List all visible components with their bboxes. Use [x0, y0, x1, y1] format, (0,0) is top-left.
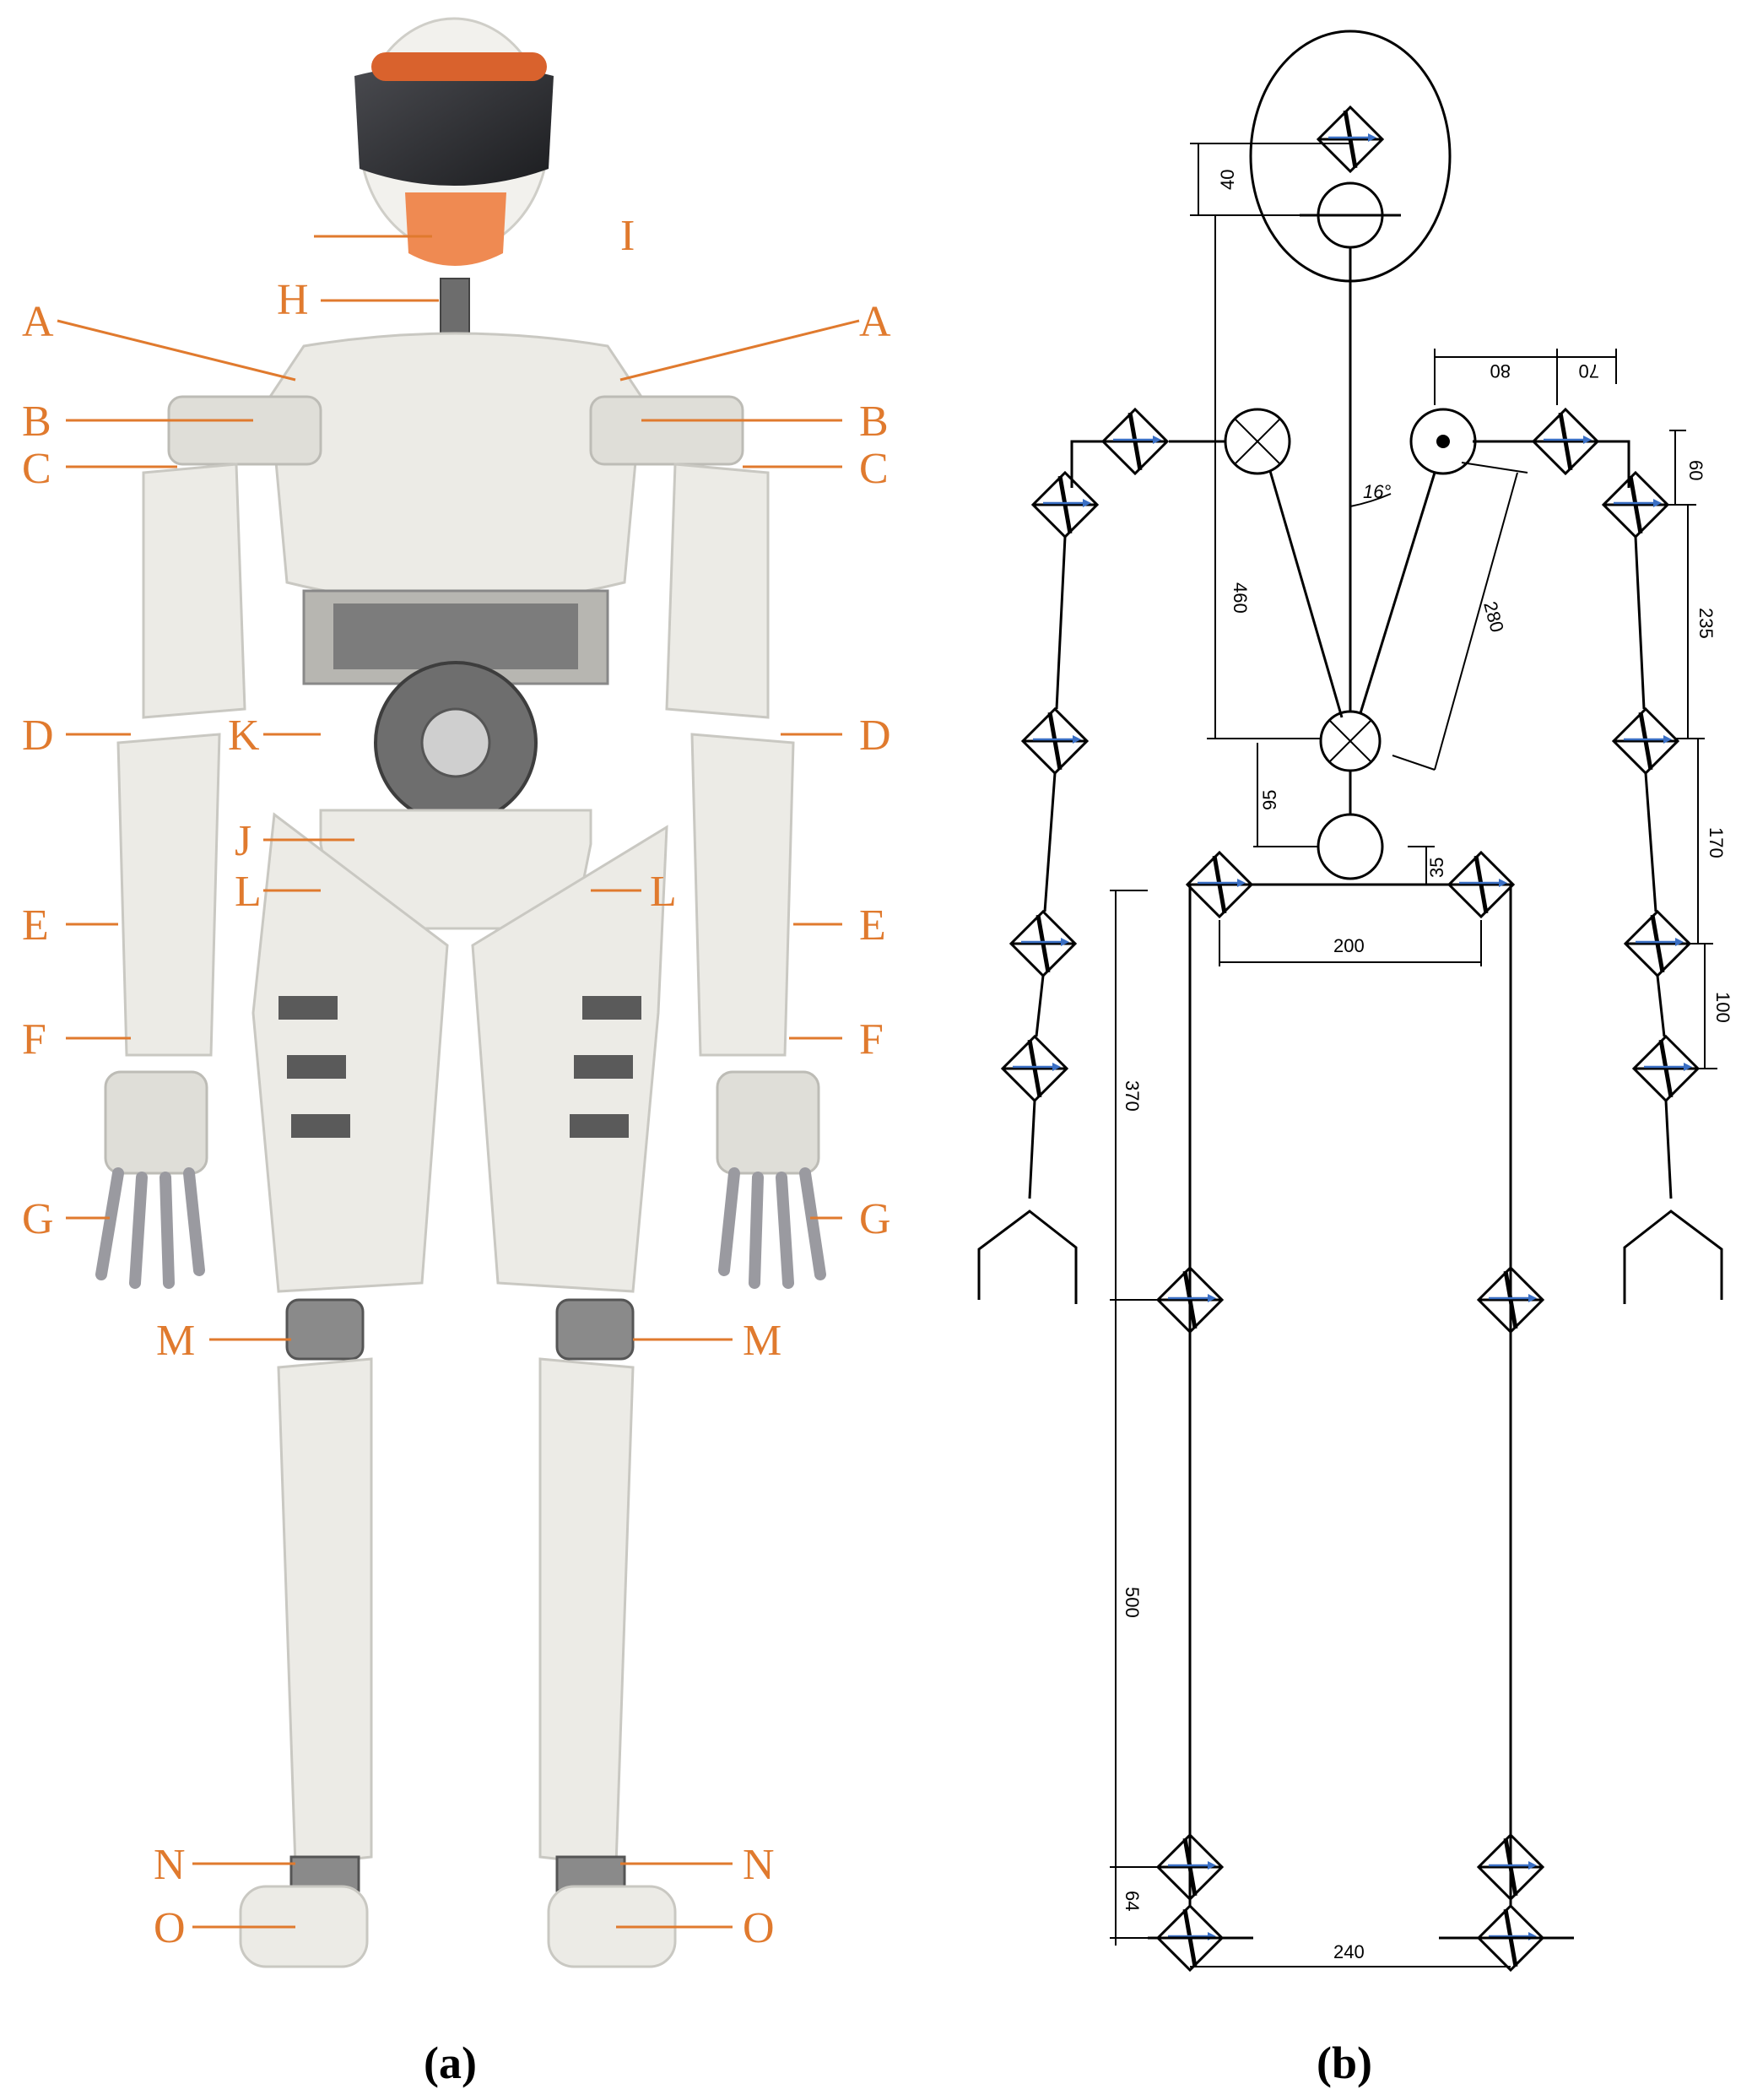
- dim-shoulder-80: 80: [1490, 360, 1511, 382]
- dimension-labels: 40 460 95 35 200 370 500 64 240 80 70 60…: [1122, 170, 1733, 1962]
- dimension-lines: [1110, 143, 1717, 1967]
- callout-A-right: A: [859, 298, 891, 346]
- dim-waist: 95: [1259, 790, 1280, 810]
- callout-H: H: [277, 276, 309, 324]
- callout-G-left: G: [22, 1195, 54, 1243]
- left-arm-joints: [977, 409, 1167, 1304]
- dim-foot-width: 240: [1333, 1941, 1365, 1962]
- robot-head: [354, 17, 554, 266]
- dim-angle: 16°: [1363, 481, 1391, 502]
- right-shank: [538, 1357, 635, 1867]
- callout-O-left: O: [154, 1904, 186, 1952]
- left-shank: [277, 1357, 373, 1867]
- visor: [354, 63, 554, 186]
- left-forearm: [116, 733, 221, 1057]
- kinematic-schematic: [977, 30, 1723, 1970]
- left-shoulder: [167, 395, 322, 466]
- dim-arm-link: 280: [1479, 599, 1508, 635]
- right-thigh: [471, 825, 668, 1293]
- left-leg-joints: [1148, 852, 1253, 1970]
- thigh-vents: [278, 996, 641, 1138]
- right-knee: [555, 1298, 635, 1361]
- callout-C-right: C: [859, 445, 889, 493]
- dim-ankle: 64: [1122, 1891, 1143, 1911]
- callout-leaders: [57, 235, 860, 1929]
- left-hand: [104, 1070, 208, 1175]
- dim-thigh: 370: [1122, 1080, 1143, 1112]
- right-fingers: [718, 1167, 826, 1289]
- face-plate: [405, 192, 506, 266]
- right-leg-joints: [1439, 852, 1574, 1970]
- callout-F-left: F: [22, 1015, 46, 1064]
- right-hand: [716, 1070, 820, 1175]
- right-forearm: [690, 733, 795, 1057]
- callout-labels: I H A A B B C C D D K J L L E E F F G G …: [22, 212, 891, 1952]
- robot-render: [95, 17, 826, 1968]
- dim-hip-offset: 35: [1426, 858, 1447, 878]
- robot-chest: [268, 332, 643, 605]
- dim-shoulder-70: 70: [1579, 360, 1599, 382]
- callout-D-right: D: [859, 712, 891, 760]
- dim-torso: 460: [1230, 582, 1251, 614]
- callout-I: I: [620, 212, 635, 260]
- callout-G-right: G: [859, 1195, 891, 1243]
- dim-shoulder-60: 60: [1685, 460, 1706, 480]
- right-upper-arm: [665, 463, 770, 719]
- caption-a: (a): [424, 2038, 477, 2088]
- right-arm-joints: [1533, 409, 1723, 1304]
- right-shoulder: [589, 395, 744, 466]
- callout-N-right: N: [743, 1841, 775, 1889]
- callout-E-left: E: [22, 901, 49, 950]
- head-outline: [1249, 30, 1452, 283]
- left-ankle: [289, 1855, 360, 1892]
- right-ankle: [555, 1855, 626, 1892]
- dim-shank: 500: [1122, 1587, 1143, 1618]
- dim-hip-width: 200: [1333, 935, 1365, 956]
- callout-N-left: N: [154, 1841, 186, 1889]
- callout-A-left: A: [22, 298, 54, 346]
- dim-upper-arm: 235: [1695, 608, 1717, 639]
- caption-b: (b): [1317, 2038, 1372, 2088]
- pelvis-joint: [1317, 813, 1384, 880]
- callout-F-right: F: [859, 1015, 884, 1064]
- left-upper-arm: [142, 463, 246, 719]
- callout-D-left: D: [22, 712, 54, 760]
- dim-wrist: 100: [1712, 992, 1733, 1023]
- callout-B-left: B: [22, 398, 51, 446]
- callout-L-right: L: [650, 868, 677, 916]
- left-thigh: [251, 812, 449, 1293]
- callout-B-right: B: [859, 398, 889, 446]
- dim-head: 40: [1217, 170, 1238, 190]
- left-fingers: [95, 1167, 205, 1289]
- callout-L-left: L: [235, 868, 262, 916]
- torso-panel: [333, 603, 578, 669]
- callout-E-right: E: [859, 901, 886, 950]
- callout-C-left: C: [22, 445, 51, 493]
- callout-K: K: [228, 712, 260, 760]
- callout-M-left: M: [156, 1317, 195, 1365]
- head-band: [371, 52, 547, 81]
- callout-O-right: O: [743, 1904, 775, 1952]
- dim-forearm: 170: [1706, 827, 1727, 858]
- left-knee: [285, 1298, 365, 1361]
- head-joint-top: [1318, 107, 1382, 171]
- callout-M-right: M: [743, 1317, 781, 1365]
- callout-J: J: [235, 817, 251, 865]
